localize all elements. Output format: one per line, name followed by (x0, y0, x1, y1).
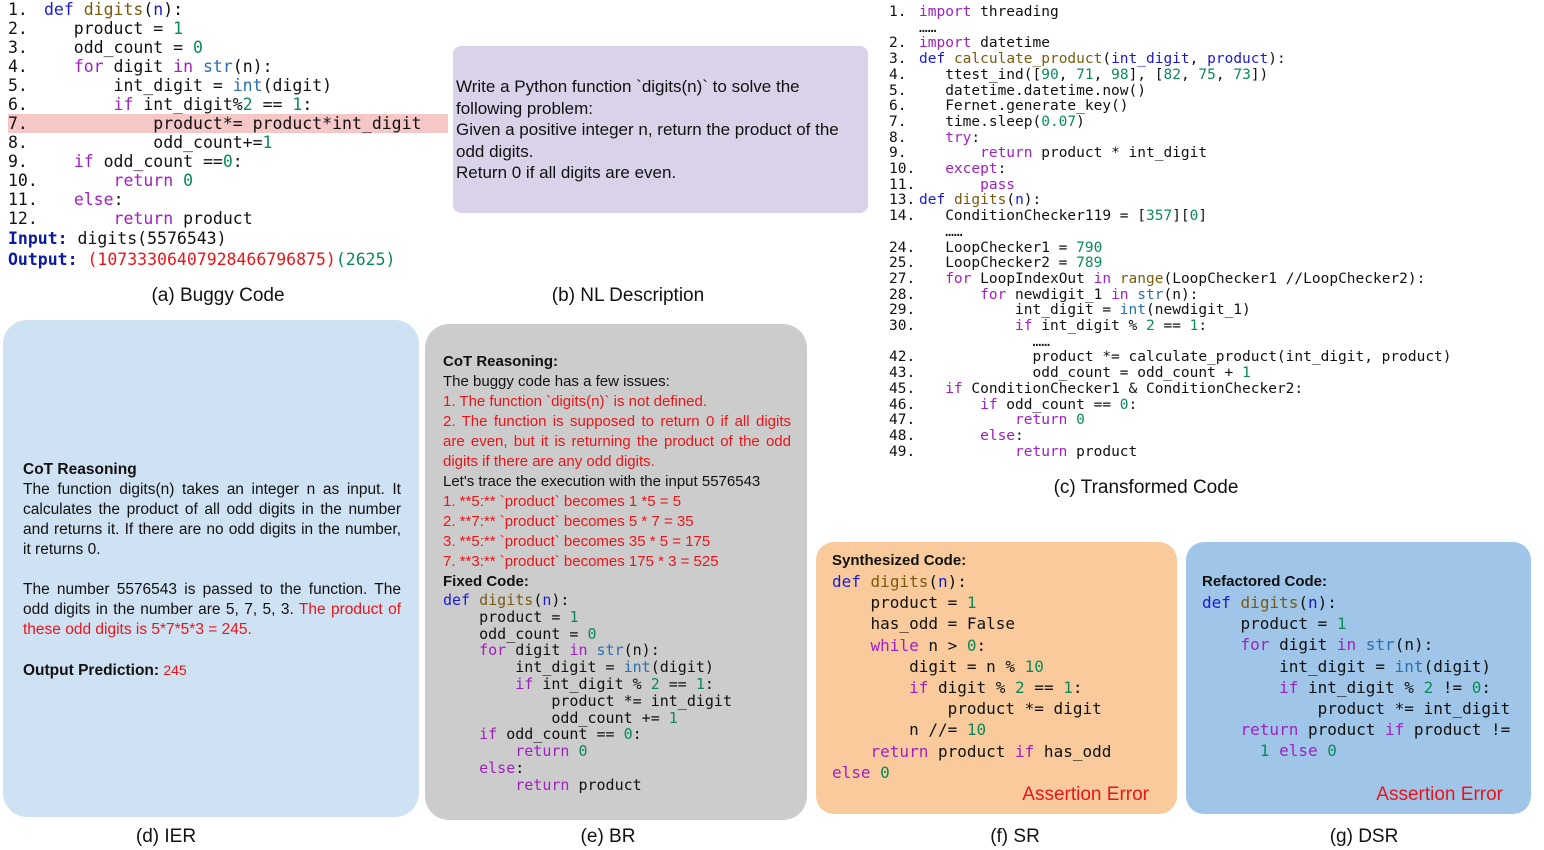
nl-description-panel: Write a Python function `digits(n)` to s… (453, 46, 868, 213)
nl-description-text: Write a Python function `digits(n)` to s… (456, 77, 839, 182)
code-line: 2.import datetime (889, 35, 1050, 52)
code-line: 4. ttest_ind([90, 71, 98], [82, 75, 73]) (889, 66, 1269, 83)
dsr-assertion-error: Assertion Error (1376, 784, 1503, 805)
code-line: 5. int_digit = int(digit) (8, 76, 333, 95)
code-line: 7. time.sleep(0.07) (889, 113, 1085, 130)
ier-output-prediction: Output Prediction: 245 (23, 662, 187, 679)
code-line: 1.def digits(n): (8, 0, 184, 19)
line-number: 9. (8, 152, 28, 171)
ellipsis: …… (919, 19, 937, 36)
ellipsis: …… (1032, 333, 1050, 350)
br-panel: CoT Reasoning: The buggy code has a few … (425, 324, 807, 820)
caption-nl-description: (b) NL Description (551, 285, 705, 306)
code-line: 10. return 0 (8, 171, 194, 190)
output-expected-value: (2625) (335, 250, 396, 269)
br-trace-step: 1. **5:** `product` becomes 1 *5 = 5 (443, 493, 682, 510)
br-intro: The buggy code has a few issues: (443, 373, 670, 390)
code-line: 8. try: (889, 129, 981, 146)
code-line: 29. int_digit = int(newdigit_1) (889, 302, 1251, 319)
code-line: 1.import threading (889, 4, 1059, 20)
code-line: 14. ConditionChecker119 = [357][0] (889, 208, 1208, 225)
sr-heading: Synthesized Code: (832, 552, 967, 569)
line-number: 3. (8, 38, 28, 57)
ellipsis: …… (945, 223, 963, 240)
br-trace-intro: Let's trace the execution with the input… (443, 473, 761, 490)
code-line: 45. if ConditionChecker1 & ConditionChec… (889, 380, 1304, 397)
highlighted-buggy-line: 7. product*= product*int_digit (8, 114, 448, 133)
code-line: 27. for LoopIndexOut in range(LoopChecke… (889, 270, 1426, 287)
code-line: 11. else: (8, 190, 124, 209)
code-line: 48. else: (889, 427, 1024, 444)
code-line: 3. odd_count = 0 (8, 38, 203, 57)
br-trace-step: 2. **7:** `product` becomes 5 * 7 = 35 (443, 513, 694, 530)
output-wrong-value: (10733306407928466796875) (87, 250, 336, 269)
dsr-refactored-code: def digits(n): product = 1 for digit in … (1202, 593, 1511, 761)
code-line: 24. LoopChecker1 = 790 (889, 239, 1103, 256)
code-line: 46. if odd_count == 0: (889, 396, 1138, 413)
input-value: digits(5576543) (77, 229, 227, 248)
line-number: 7. (8, 114, 28, 133)
code-line: 6. if int_digit%2 == 1: (8, 95, 313, 114)
input-label: Input: (8, 229, 68, 248)
ier-panel: CoT Reasoning The function digits(n) tak… (3, 320, 419, 817)
code-line: 9. return product * int_digit (889, 145, 1208, 162)
ier-paragraph-1: The function digits(n) takes an integer … (23, 481, 401, 558)
code-line: 25. LoopChecker2 = 789 (889, 255, 1103, 272)
code-line: 49. return product (889, 443, 1138, 460)
code-line: 3.def calculate_product(int_digit, produ… (889, 51, 1286, 68)
line-number: 1. (8, 0, 28, 19)
br-fixed-code: def digits(n): product = 1 odd_count = 0… (443, 591, 732, 794)
line-number: 10. (8, 171, 38, 190)
code-line: 5. datetime.datetime.now() (889, 82, 1146, 99)
line-number: 8. (8, 133, 28, 152)
br-trace-step: 3. **5:** `product` becomes 35 * 5 = 175 (443, 533, 711, 550)
caption-transformed-code: (c) Transformed Code (1053, 477, 1239, 498)
code-line: 9. if odd_count ==0: (8, 152, 243, 171)
br-issue-2: 2. The function is supposed to return 0 … (443, 413, 791, 470)
caption-buggy-code: (a) Buggy Code (151, 285, 285, 306)
line-number: 2. (8, 19, 28, 38)
caption-ier: (d) IER (135, 826, 197, 847)
dsr-panel: Refactored Code: def digits(n): product … (1186, 542, 1531, 814)
code-line: 28. for newdigit_1 in str(n): (889, 286, 1199, 303)
sr-assertion-error: Assertion Error (1022, 784, 1149, 805)
input-line: Input: digits(5576543) (8, 228, 448, 249)
code-line: 43. odd_count = odd_count + 1 (889, 365, 1251, 382)
br-heading: CoT Reasoning: (443, 353, 558, 370)
caption-sr: (f) SR (990, 826, 1040, 847)
code-line: 8. odd_count+=1 (8, 133, 273, 152)
code-line: 2. product = 1 (8, 19, 184, 38)
buggy-code-panel: 1.def digits(n): 2. product = 1 3. odd_c… (8, 0, 448, 270)
code-line: 12. return product (8, 209, 253, 228)
line-number: 11. (8, 190, 38, 209)
code-line: 42. product *= calculate_product(int_dig… (889, 349, 1452, 366)
code-line: 10. except: (889, 161, 1007, 178)
ier-heading: CoT Reasoning (23, 461, 137, 478)
caption-dsr: (g) DSR (1329, 826, 1399, 847)
sr-panel: Synthesized Code: def digits(n): product… (816, 542, 1177, 814)
code-line: 13.def digits(n): (889, 192, 1042, 209)
ier-paragraph-2: The number 5576543 is passed to the func… (23, 581, 401, 638)
code-line: 47. return 0 (889, 412, 1085, 429)
line-number: 12. (8, 209, 38, 228)
output-label: Output: (8, 250, 78, 269)
code-line: 11. pass (889, 176, 1016, 193)
code-line: 30. if int_digit % 2 == 1: (889, 318, 1208, 335)
code-line: 4. for digit in str(n): (8, 57, 273, 76)
dsr-heading: Refactored Code: (1202, 573, 1328, 590)
sr-synthesized-code: def digits(n): product = 1 has_odd = Fal… (832, 572, 1112, 782)
code-line: 6. Fernet.generate_key() (889, 98, 1129, 115)
br-issue-1: 1. The function `digits(n)` is not defin… (443, 393, 708, 410)
caption-br: (e) BR (580, 826, 636, 847)
line-number: 6. (8, 95, 28, 114)
line-number: 5. (8, 76, 28, 95)
br-fixed-code-label: Fixed Code: (443, 573, 529, 590)
output-line: Output: (10733306407928466796875)(2625) (8, 249, 448, 270)
line-number: 4. (8, 57, 28, 76)
br-trace-step: 7. **3:** `product` becomes 175 * 3 = 52… (443, 553, 719, 570)
